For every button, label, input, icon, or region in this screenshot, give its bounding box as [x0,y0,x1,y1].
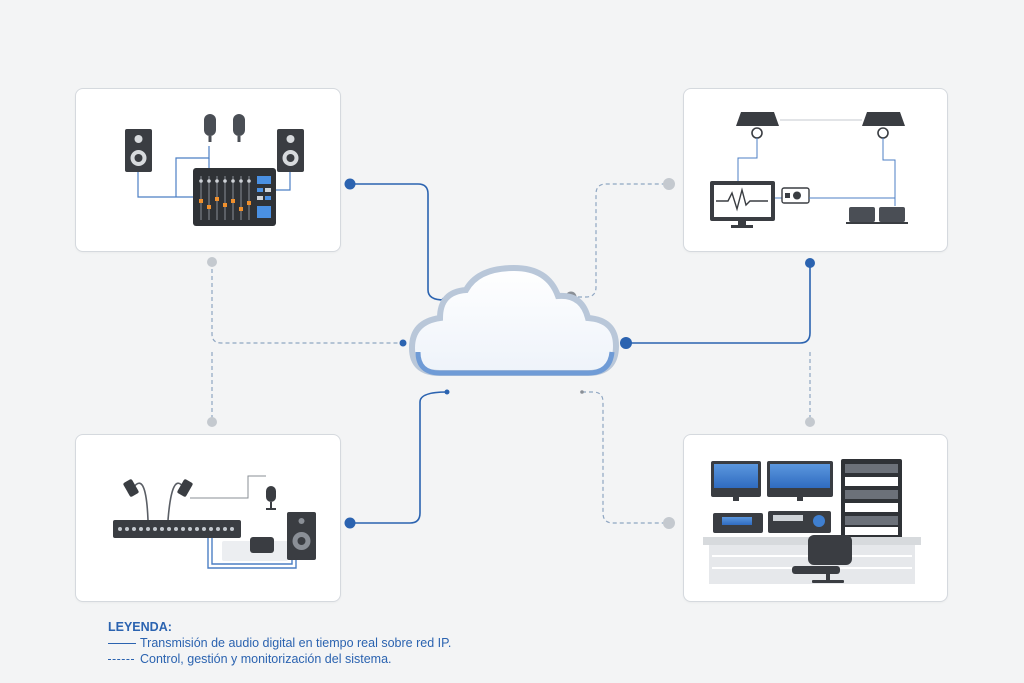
monitor-icon [767,461,833,501]
speaker-icon [125,129,152,172]
control-cloud-monitoring [571,183,669,298]
control-links [211,183,811,524]
mixer-icon [193,168,276,226]
node-cloud-lower [444,389,450,395]
node-stage [344,517,356,529]
stagebox-icon [113,520,241,538]
studio-mixer-scene [125,114,304,226]
control-studio-cloud [211,262,403,344]
legend-title: LEYENDA: [108,620,172,634]
legend-solid-label: Transmisión de audio digital en tiempo r… [140,636,452,650]
hardware-units-icon [846,207,908,224]
monitor-icon [710,181,775,228]
node-monitor-ctrl [663,178,675,190]
dashed-line-swatch [108,658,134,660]
panel-monitoring-room [683,88,948,252]
node-desk-ctrl [663,517,675,529]
microphone-icon [266,486,276,510]
monitoring-room-scene [710,112,908,228]
link-cloud-monitoring [626,263,811,344]
speaker-icon [287,512,316,560]
audio-links [350,183,811,524]
stage-equipment-scene [113,475,316,569]
legend: LEYENDA: Transmisión de audio digital en… [108,619,451,667]
microphone-icon [123,479,139,497]
node-monitoring [805,258,815,268]
node-stage-ctrl [207,417,217,427]
solid-line-swatch [108,642,136,644]
node-monitor-lower [805,417,815,427]
node-cloud-ctrl-low [580,390,584,394]
link-stage-cloud [350,391,448,524]
connection-nodes [207,178,815,529]
monitor-icon [713,513,763,533]
node-cloud-right [620,337,632,349]
projector-icon [736,112,779,139]
rack-icon [841,459,902,539]
speaker-icon [277,129,304,172]
controller-icon [768,511,831,533]
microphone-icon [177,479,193,497]
control-cloud-desk [582,391,668,524]
link-studio-cloud [350,183,445,301]
control-desk-scene [703,459,921,584]
cloud-icon [408,264,620,376]
projector-icon [862,112,905,139]
legend-dashed-row: Control, gestión y monitorización del si… [108,651,451,667]
microphone-icon [233,114,245,142]
node-studio-ctrl [207,257,217,267]
legend-dashed-label: Control, gestión y monitorización del si… [140,652,392,666]
monitor-icon [711,461,761,501]
node-studio [344,178,356,190]
node-cloud-left [399,339,407,347]
legend-solid-row: Transmisión de audio digital en tiempo r… [108,635,451,651]
microphone-icon [204,114,216,142]
interface-icon [250,537,274,553]
chair-icon [792,535,852,583]
interface-icon [781,187,810,204]
